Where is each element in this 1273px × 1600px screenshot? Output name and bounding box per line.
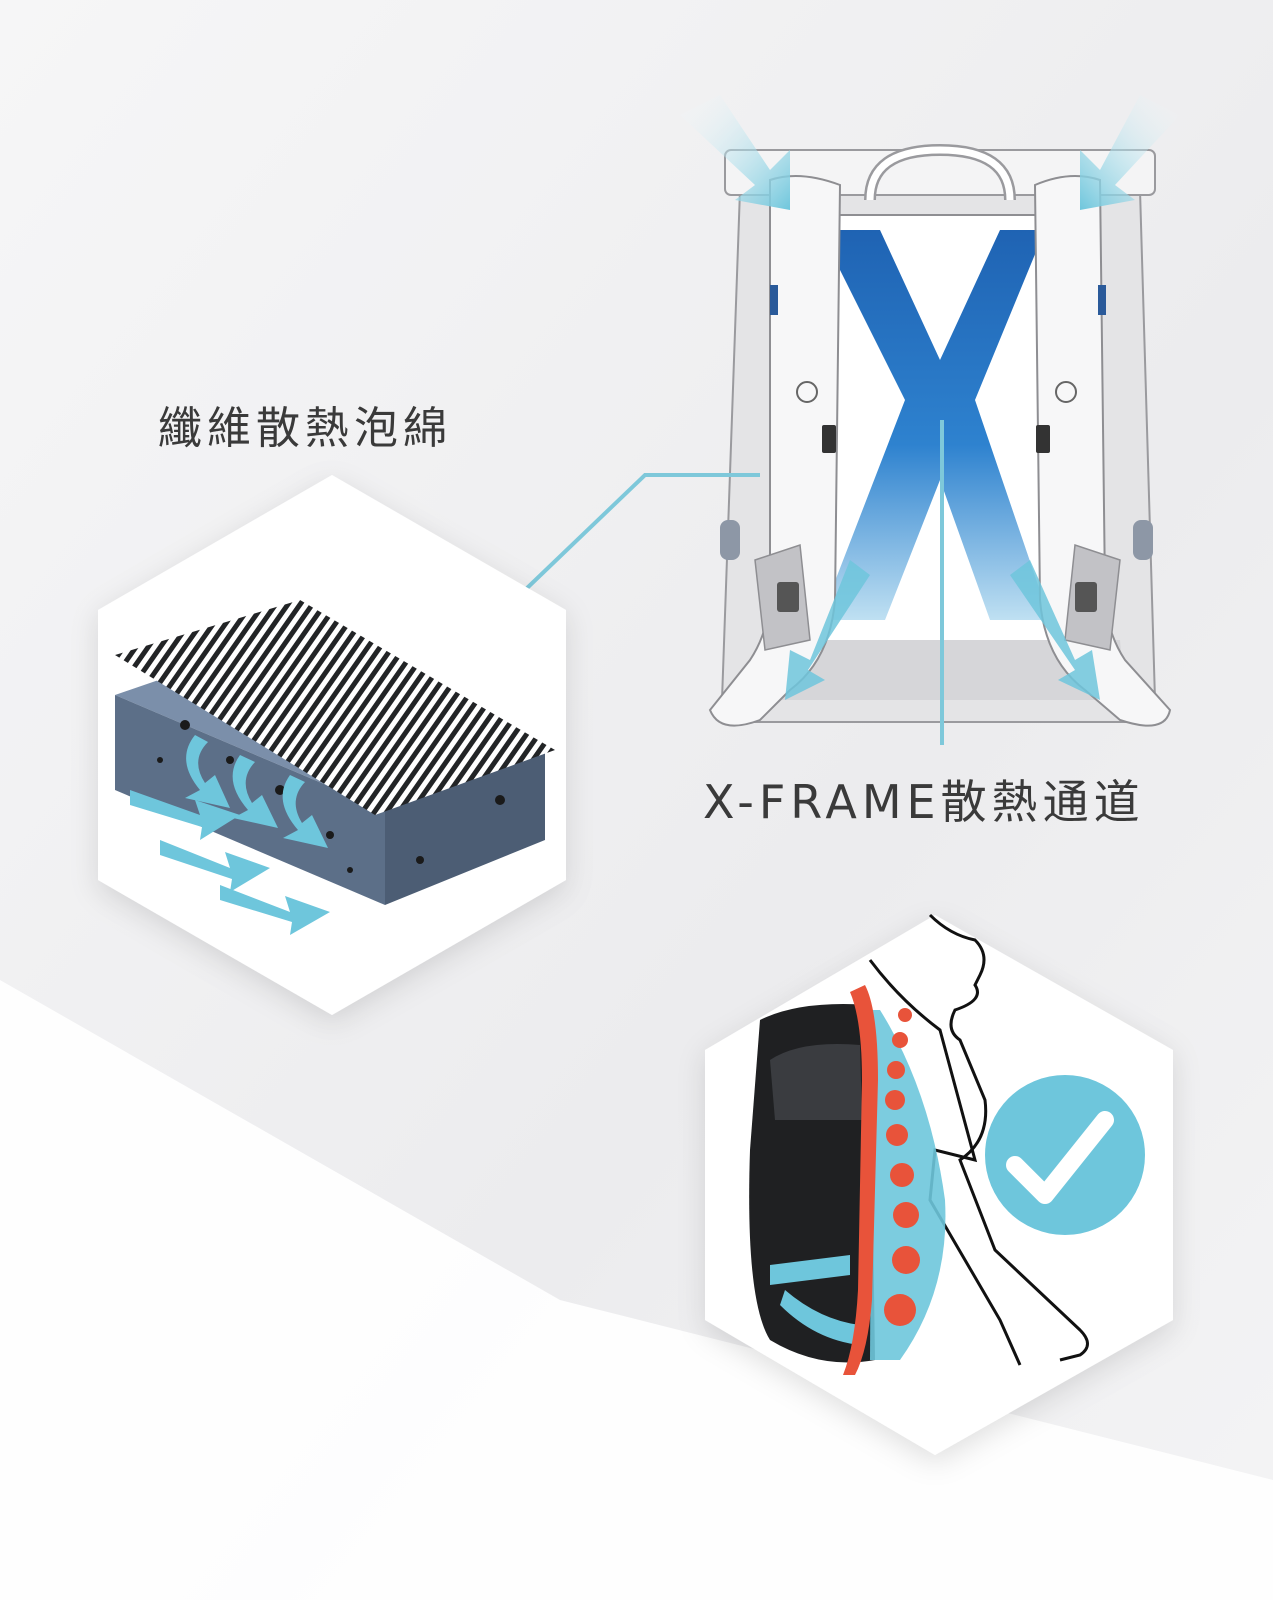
check-icon [985,1075,1145,1235]
foam-label: 纖維散熱泡綿 [158,403,452,454]
xframe-label: X-FRAME散熱通道 [703,775,1145,829]
